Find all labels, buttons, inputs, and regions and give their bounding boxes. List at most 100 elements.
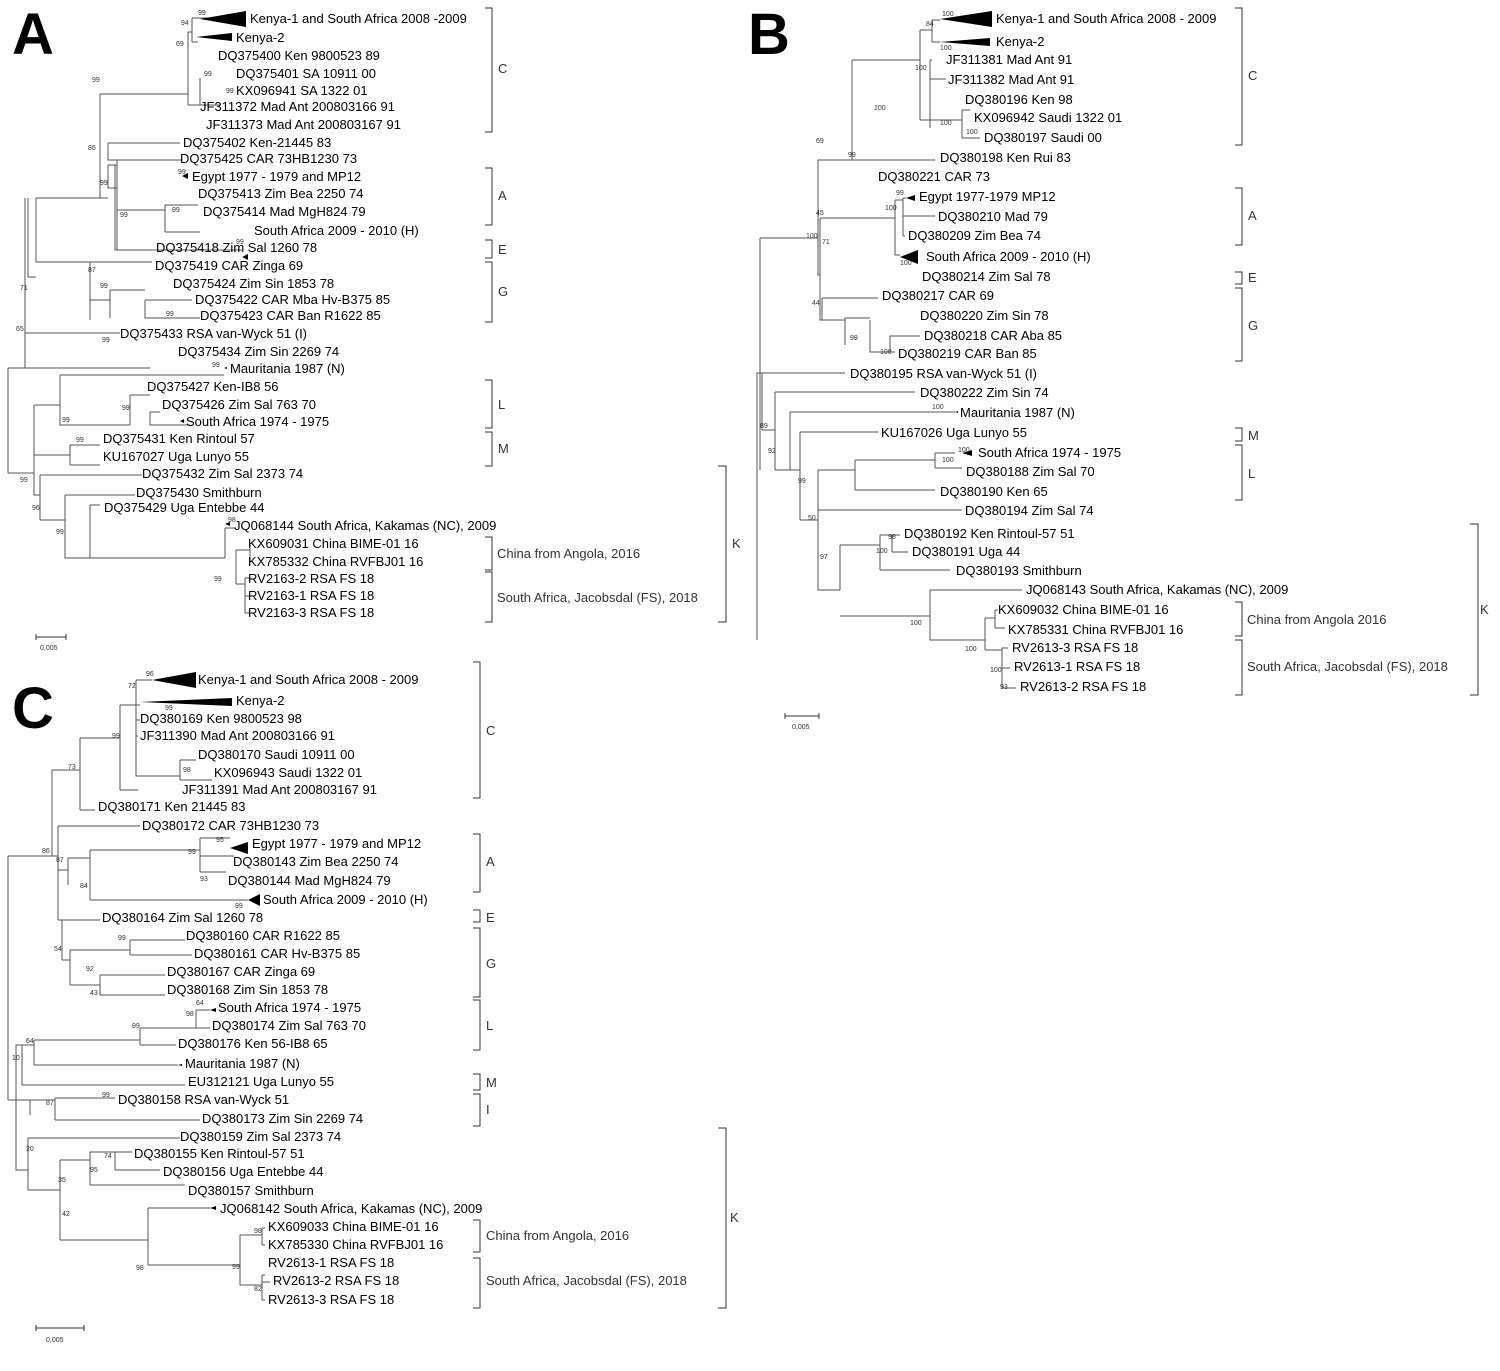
- taxon-label: DQ380174 Zim Sal 763 70: [212, 1018, 366, 1033]
- taxon-label: Mauritania 1987 (N): [960, 405, 1075, 420]
- taxon-label: KX609031 China BIME-01 16: [248, 536, 419, 551]
- clade-label: M: [1248, 428, 1259, 443]
- taxon-label: DQ380192 Ken Rintoul-57 51: [904, 526, 1075, 541]
- bootstrap-value: 98: [228, 517, 236, 524]
- bootstrap-value: 99: [100, 180, 108, 187]
- bootstrap-value: 99: [76, 437, 84, 444]
- taxon-label: KX785330 China RVFBJ01 16: [268, 1237, 443, 1252]
- bootstrap-value: 99: [198, 10, 206, 17]
- bootstrap-value: 98: [888, 534, 896, 541]
- taxon-label: Egypt 1977 - 1979 and MP12: [192, 169, 361, 184]
- clade-label: M: [498, 441, 509, 456]
- taxon-label: DQ380160 CAR R1622 85: [186, 928, 340, 943]
- bootstrap-value: 99: [188, 849, 196, 856]
- bootstrap-value: 54: [54, 946, 62, 953]
- taxon-label: DQ380168 Zim Sin 1853 78: [167, 982, 328, 997]
- taxon-label: DQ375429 Uga Entebbe 44: [104, 500, 264, 515]
- bootstrap-value: 99: [100, 283, 108, 290]
- bootstrap-value: 99: [204, 71, 212, 78]
- taxon-label: DQ375426 Zim Sal 763 70: [162, 397, 316, 412]
- taxon-label: Kenya-2: [236, 693, 284, 708]
- collapsed-clade-triangle: [900, 250, 918, 264]
- bootstrap-value: 100: [940, 120, 952, 127]
- collapsed-clade-triangle: [224, 367, 227, 369]
- bootstrap-value: 86: [42, 848, 50, 855]
- bootstrap-value: 69: [176, 41, 184, 48]
- bootstrap-value: 99: [172, 207, 180, 214]
- bootstrap-value: 100: [932, 404, 944, 411]
- taxon-label: DQ380218 CAR Aba 85: [924, 328, 1062, 343]
- clade-label: C: [498, 61, 507, 76]
- taxon-label: South Africa 2009 - 2010 (H): [926, 249, 1091, 264]
- bootstrap-value: 64: [26, 1038, 34, 1045]
- bootstrap-value: 43: [90, 990, 98, 997]
- taxon-label: DQ380144 Mad MgH824 79: [228, 873, 391, 888]
- clade-label: South Africa, Jacobsdal (FS), 2018: [486, 1273, 687, 1288]
- taxon-label: Kenya-1 and South Africa 2008 - 2009: [996, 11, 1216, 26]
- bootstrap-value: 99: [235, 903, 243, 910]
- taxon-label: KU167026 Uga Lunyo 55: [881, 425, 1027, 440]
- clade-label: China from Angola, 2016: [497, 546, 640, 561]
- taxon-label: DQ380193 Smithburn: [956, 563, 1082, 578]
- taxon-label: DQ380167 CAR Zinga 69: [167, 964, 315, 979]
- taxon-label: Kenya-1 and South Africa 2008 - 2009: [198, 672, 418, 687]
- bootstrap-value: 100: [990, 667, 1002, 674]
- collapsed-clade-triangle: [248, 894, 260, 906]
- taxon-label: DQ375400 Ken 9800523 89: [218, 48, 380, 63]
- taxon-label: DQ375422 CAR Mba Hv-B375 85: [195, 292, 390, 307]
- collapsed-clade-triangle: [962, 450, 972, 456]
- bootstrap-value: 93: [200, 876, 208, 883]
- taxon-label: DQ380198 Ken Rui 83: [940, 150, 1071, 165]
- scale-bar: [784, 713, 820, 719]
- clade-label: M: [486, 1075, 497, 1090]
- bootstrap-value: 99: [56, 529, 64, 536]
- bootstrap-value: 99: [102, 1092, 110, 1099]
- clade-label: L: [498, 397, 505, 412]
- collapsed-clade-triangle: [200, 11, 246, 27]
- taxon-label: DQ380191 Uga 44: [912, 544, 1020, 559]
- collapsed-clade-triangle: [940, 38, 990, 46]
- taxon-label: DQ375419 CAR Zinga 69: [155, 258, 303, 273]
- bootstrap-value: 99: [232, 1264, 240, 1271]
- collapsed-clade-triangle: [955, 411, 958, 413]
- taxon-label: DQ375423 CAR Ban R1622 85: [200, 308, 381, 323]
- taxon-label: South Africa 1974 - 1975: [186, 414, 329, 429]
- taxon-label: RV2613-1 RSA FS 18: [268, 1255, 394, 1270]
- scale-bar: [35, 634, 67, 640]
- taxon-label: DQ380194 Zim Sal 74: [965, 503, 1094, 518]
- taxon-label: KX609033 China BIME-01 16: [268, 1219, 439, 1234]
- bootstrap-value: 99: [212, 362, 220, 369]
- bootstrap-value: 99: [92, 77, 100, 84]
- clade-label: G: [1248, 318, 1258, 333]
- bootstrap-value: 99: [165, 705, 173, 712]
- bootstrap-value: 71: [822, 239, 830, 246]
- bootstrap-value: 99: [132, 1023, 140, 1030]
- taxon-label: KX609032 China BIME-01 16: [998, 602, 1169, 617]
- bootstrap-value: 100: [806, 233, 818, 240]
- taxon-label: KX785331 China RVFBJ01 16: [1008, 622, 1183, 637]
- taxon-label: South Africa 2009 - 2010 (H): [254, 223, 419, 238]
- clade-label: A: [498, 188, 507, 203]
- taxon-label: JF311390 Mad Ant 200803166 91: [140, 728, 335, 743]
- taxon-label: JQ068143 South Africa, Kakamas (NC), 200…: [1026, 582, 1288, 597]
- taxon-label: DQ380161 CAR Hv-B375 85: [194, 946, 360, 961]
- tree-b: Kenya-1 and South Africa 2008 - 2009 Ken…: [756, 7, 1489, 731]
- clade-label: South Africa, Jacobsdal (FS), 2018: [497, 590, 698, 605]
- taxon-label: DQ375418 Zim Sal 1260 78: [156, 240, 317, 255]
- taxon-label: JF311381 Mad Ant 91: [946, 52, 1072, 67]
- collapsed-clade-triangle: [140, 698, 232, 706]
- clade-label: G: [486, 956, 496, 971]
- taxon-label: DQ375402 Ken-21445 83: [183, 135, 331, 150]
- bootstrap-value: 42: [62, 1211, 70, 1218]
- taxon-label: DQ380173 Zim Sin 2269 74: [202, 1111, 363, 1126]
- scale-bar: [35, 1325, 85, 1331]
- taxon-label: DQ375425 CAR 73HB1230 73: [180, 151, 357, 166]
- taxon-label: Kenya-2: [996, 34, 1044, 49]
- bootstrap-value: 99: [850, 335, 858, 342]
- scale-label: 0,005: [40, 645, 58, 652]
- taxon-label: KX096943 Saudi 1322 01: [214, 765, 362, 780]
- bootstrap-value: 99: [226, 88, 234, 95]
- taxon-label: South Africa 2009 - 2010 (H): [263, 892, 428, 907]
- bootstrap-value: 99: [798, 478, 806, 485]
- bootstrap-value: 98: [136, 1265, 144, 1272]
